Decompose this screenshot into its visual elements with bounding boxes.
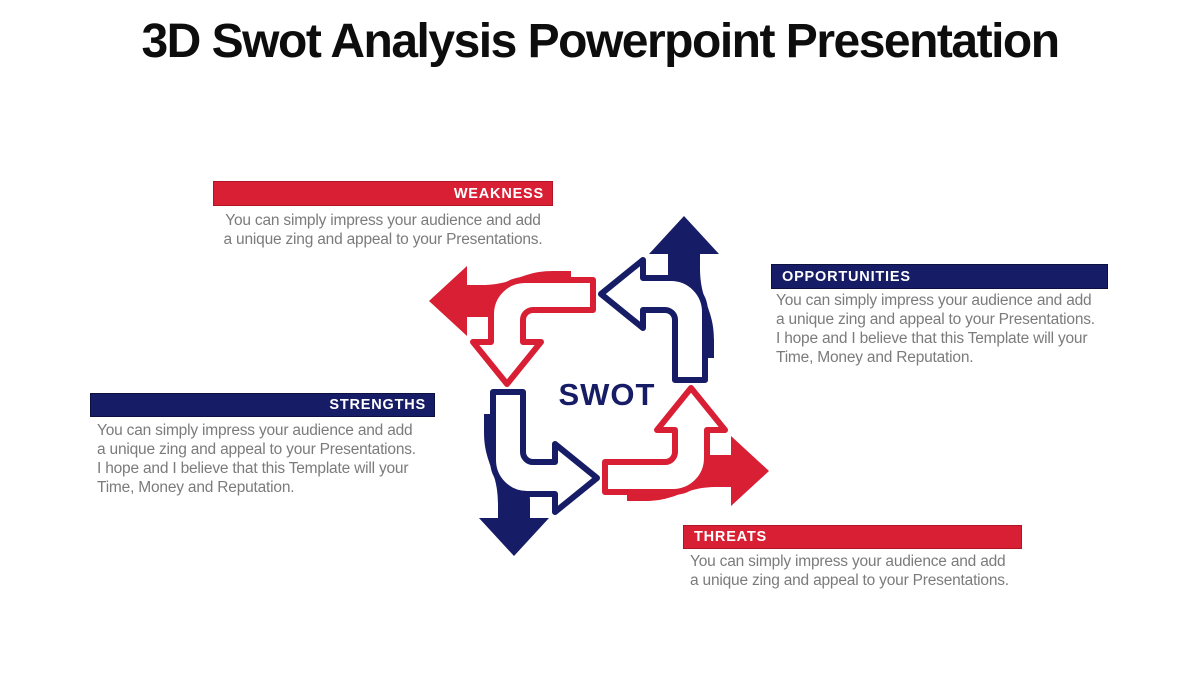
arrow-group-bottom-right-threats [602,385,769,506]
bent-arrow-down-icon [470,277,596,387]
page-title: 3D Swot Analysis Powerpoint Presentation [141,15,1060,68]
opportunities-body-text: You can simply impress your audience and… [776,292,1095,366]
threats-header-bar: THREATS [683,525,1022,549]
strengths-body-text: You can simply impress your audience and… [97,422,416,496]
weakness-body-text: You can simply impress your audience and… [223,212,543,248]
bent-arrow-left-icon [598,257,708,383]
threats-body-text: You can simply impress your audience and… [690,553,1009,589]
threats-label: THREATS [694,529,767,545]
strengths-label: STRENGTHS [329,397,426,413]
arrow-group-top-right-opportunities [598,216,719,383]
opportunities-label: OPPORTUNITIES [782,268,911,285]
swot-center-label: SWOT [559,377,656,412]
bent-arrow-up-icon [602,385,728,495]
swot-arrows-diagram: SWOT [429,216,769,556]
arrow-group-top-left-weakness [429,266,596,387]
bent-arrow-right-icon [490,389,600,515]
weakness-label: WEAKNESS [453,185,544,202]
strengths-header-bar: STRENGTHS [90,393,435,417]
opportunities-header-bar: OPPORTUNITIES [771,264,1108,289]
arrow-group-bottom-left-strengths [479,389,600,556]
weakness-header-bar: WEAKNESS [213,181,553,206]
